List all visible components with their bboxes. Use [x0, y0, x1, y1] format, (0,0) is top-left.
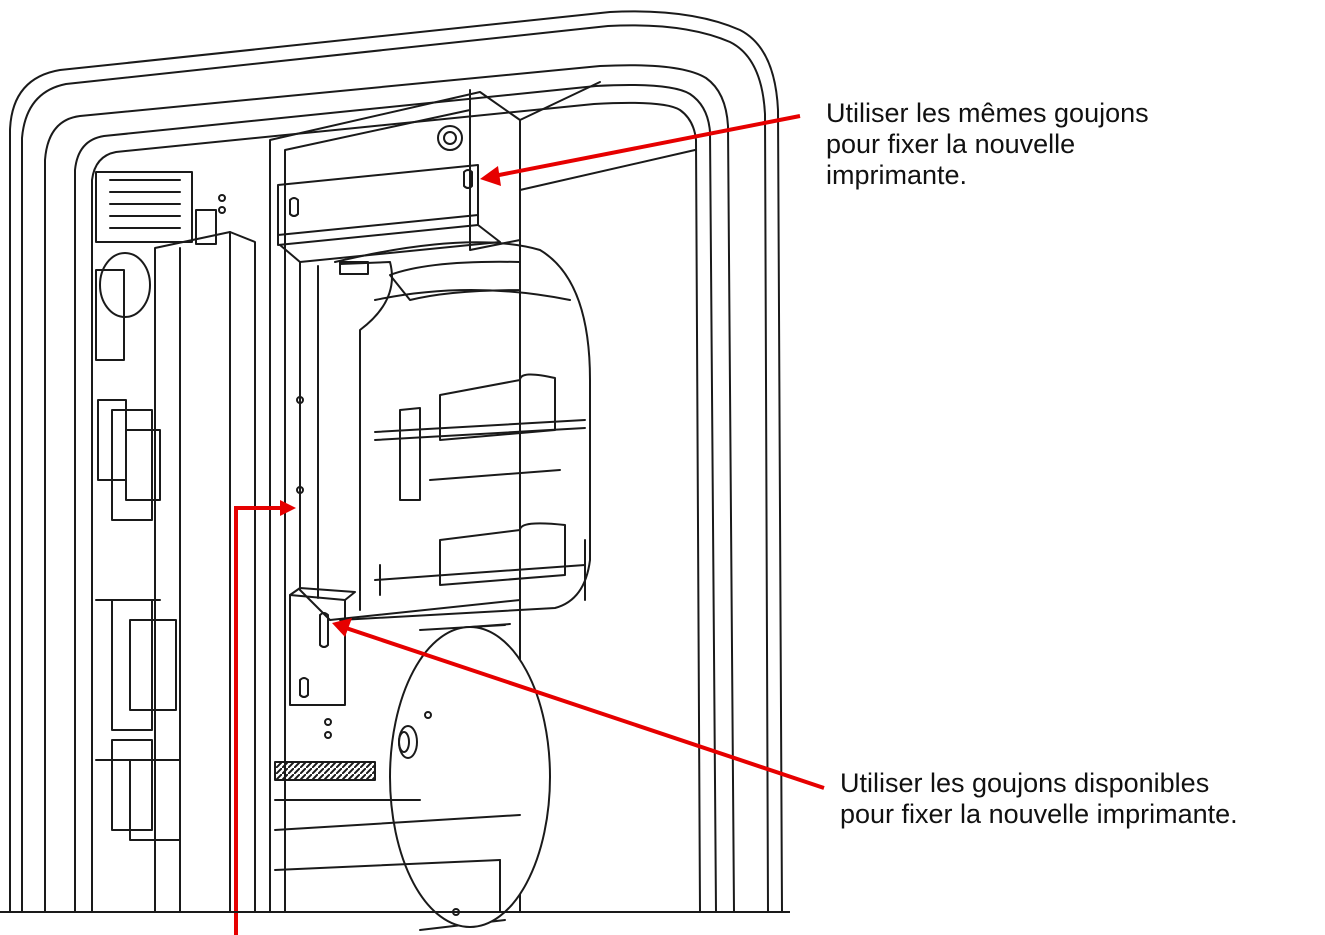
annotation-line: imprimante. [826, 160, 968, 190]
annotation-line: pour fixer la nouvelle [826, 129, 1076, 159]
annotation-line: Utiliser les mêmes goujons [826, 98, 1149, 128]
annotation-line: Utiliser les goujons disponibles [840, 768, 1210, 798]
annotation-top-studs: Utiliser les mêmes goujons pour fixer la… [826, 98, 1149, 191]
arrow-bottom-stud [332, 618, 825, 790]
upper-bracket [277, 125, 501, 263]
fan-unit [95, 171, 217, 245]
housing-frame [9, 10, 783, 913]
thermal-printer [299, 241, 591, 621]
annotation-bottom-studs: Utiliser les goujons disponibles pour fi… [840, 768, 1238, 830]
annotation-line: pour fixer la nouvelle imprimante. [840, 799, 1238, 829]
lower-bracket [289, 587, 356, 706]
left-electronics-column [95, 194, 256, 913]
arrow-plate-hole [234, 500, 296, 935]
connector-strip [274, 718, 521, 916]
pointer-arrows [234, 114, 825, 935]
paper-roll [389, 623, 551, 931]
arrow-top-stud [480, 114, 801, 186]
